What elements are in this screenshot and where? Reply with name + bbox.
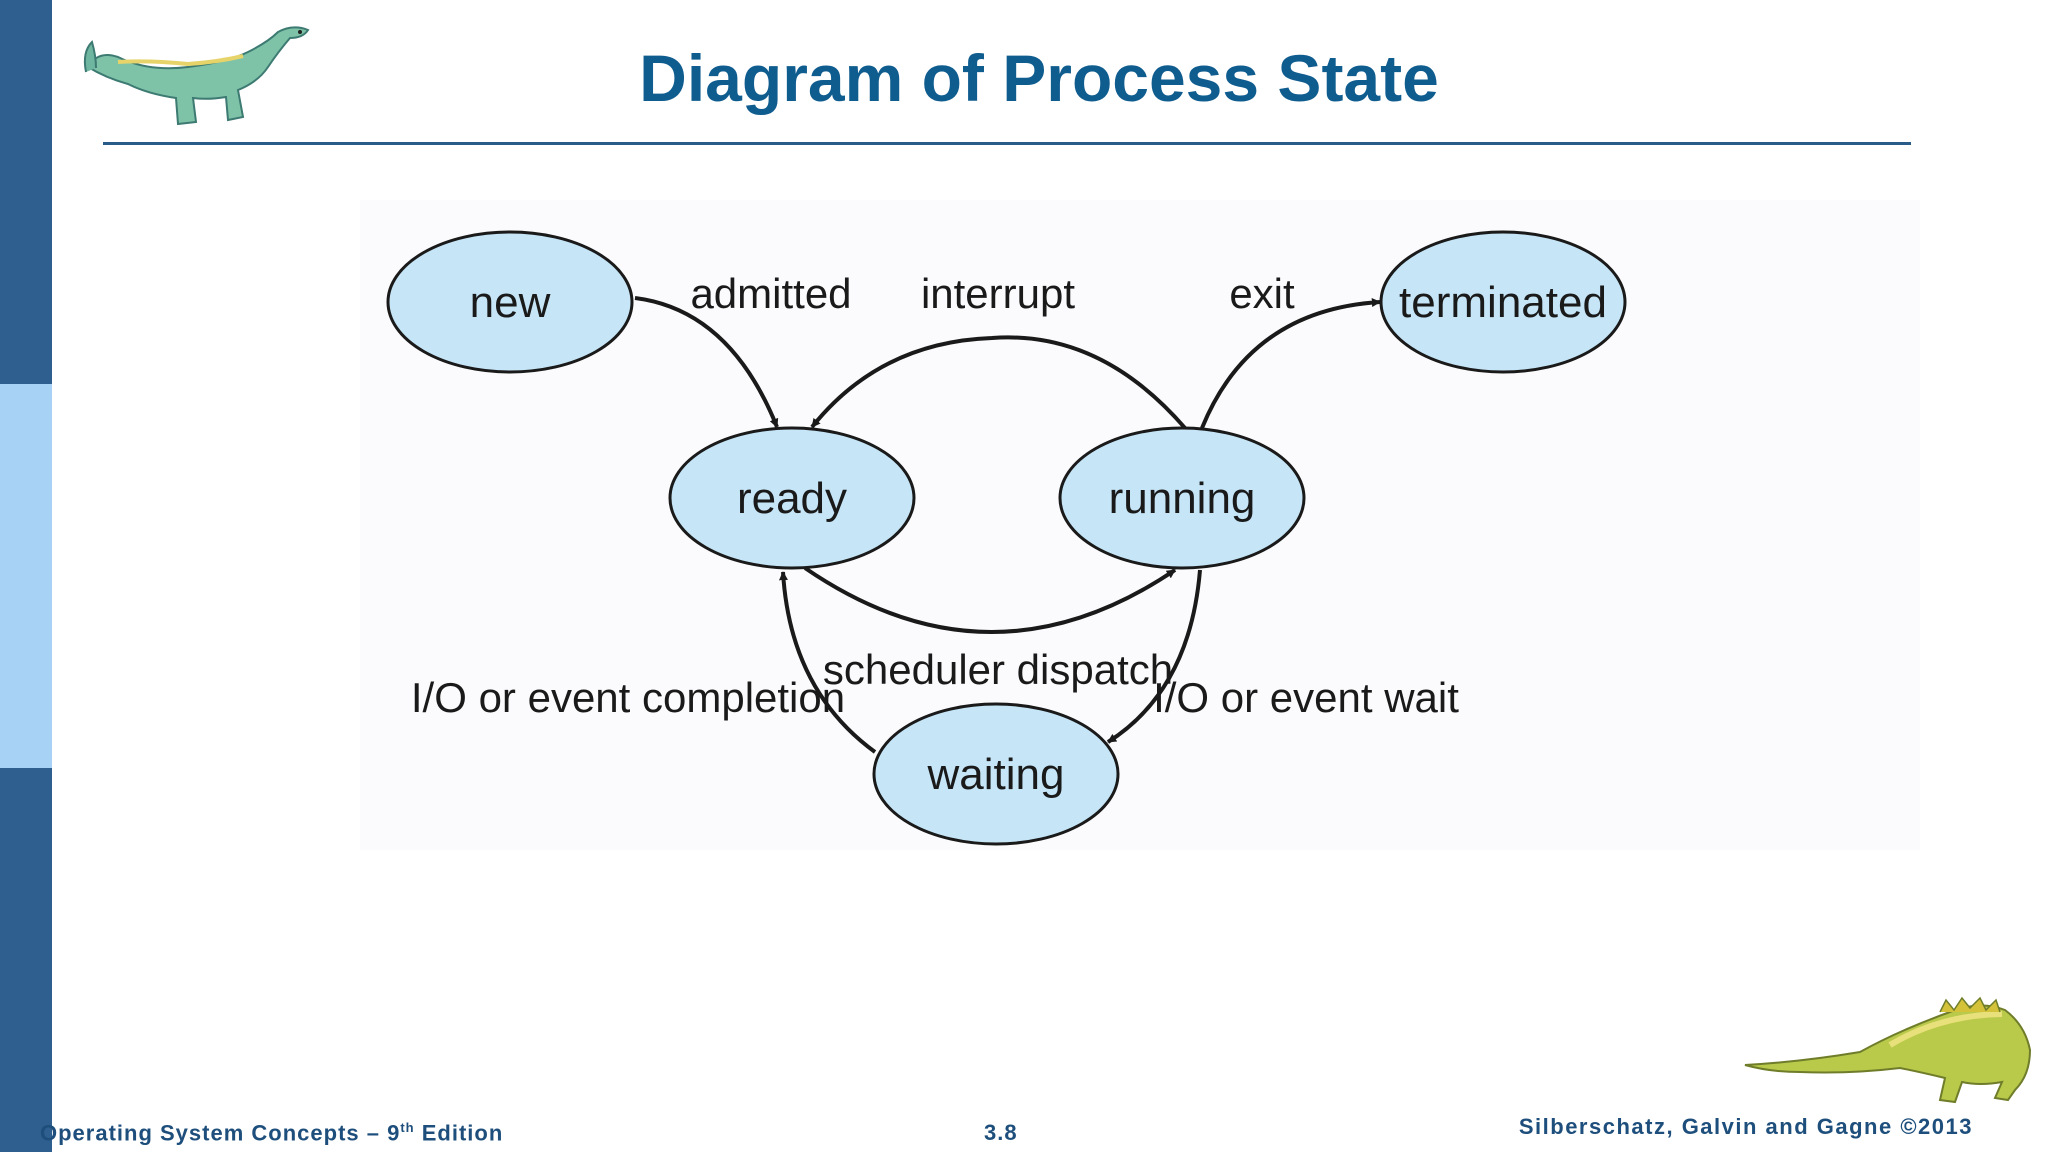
edge-label-exit: exit	[1229, 270, 1295, 317]
footer-book-title: Operating System Concepts – 9th Edition	[40, 1120, 503, 1146]
edge-io-event-completion-arrow	[778, 571, 877, 754]
edge-admitted-arrow	[634, 296, 779, 428]
sidebar-decoration	[0, 0, 52, 1152]
footer-book-title-suffix: Edition	[414, 1120, 504, 1146]
footer-page-number: 3.8	[984, 1120, 1018, 1145]
sidebar-top-band	[0, 0, 52, 384]
state-label-ready: ready	[737, 474, 847, 523]
footer-authors: Silberschatz, Galvin and Gagne ©2013	[1518, 1114, 1973, 1139]
edge-label-interrupt: interrupt	[921, 270, 1075, 317]
edge-label-admitted: admitted	[690, 270, 851, 317]
slide-title: Diagram of Process State	[639, 41, 1439, 115]
sidebar-bottom-band	[0, 768, 52, 1152]
dinosaur-logo-bottom	[1744, 996, 2032, 1104]
state-node-ready: ready	[668, 426, 916, 570]
dinosaur-logo-top	[83, 26, 310, 126]
edge-io-event-wait-arrow	[1106, 569, 1202, 744]
edge-interrupt-arrow	[810, 335, 1187, 430]
edge-exit-arrow	[1200, 298, 1381, 429]
state-label-running: running	[1109, 474, 1256, 523]
title-underline	[103, 142, 1911, 145]
edge-label-io-event-completion: I/O or event completion	[411, 674, 845, 721]
footer-book-title-prefix: Operating System Concepts – 9	[40, 1120, 401, 1146]
sidebar-middle-band	[0, 384, 52, 768]
footer-book-title-sup: th	[400, 1120, 415, 1135]
state-node-new: new	[386, 230, 634, 374]
edge-scheduler-dispatch-arrow	[803, 566, 1177, 634]
state-label-new: new	[470, 278, 551, 327]
edge-label-io-event-wait: I/O or event wait	[1153, 674, 1459, 721]
state-label-terminated: terminated	[1399, 278, 1607, 327]
state-node-running: running	[1058, 426, 1306, 570]
state-node-waiting: waiting	[872, 702, 1120, 846]
state-label-waiting: waiting	[927, 750, 1065, 799]
edge-label-scheduler-dispatch: scheduler dispatch	[823, 646, 1173, 693]
state-node-terminated: terminated	[1379, 230, 1627, 374]
